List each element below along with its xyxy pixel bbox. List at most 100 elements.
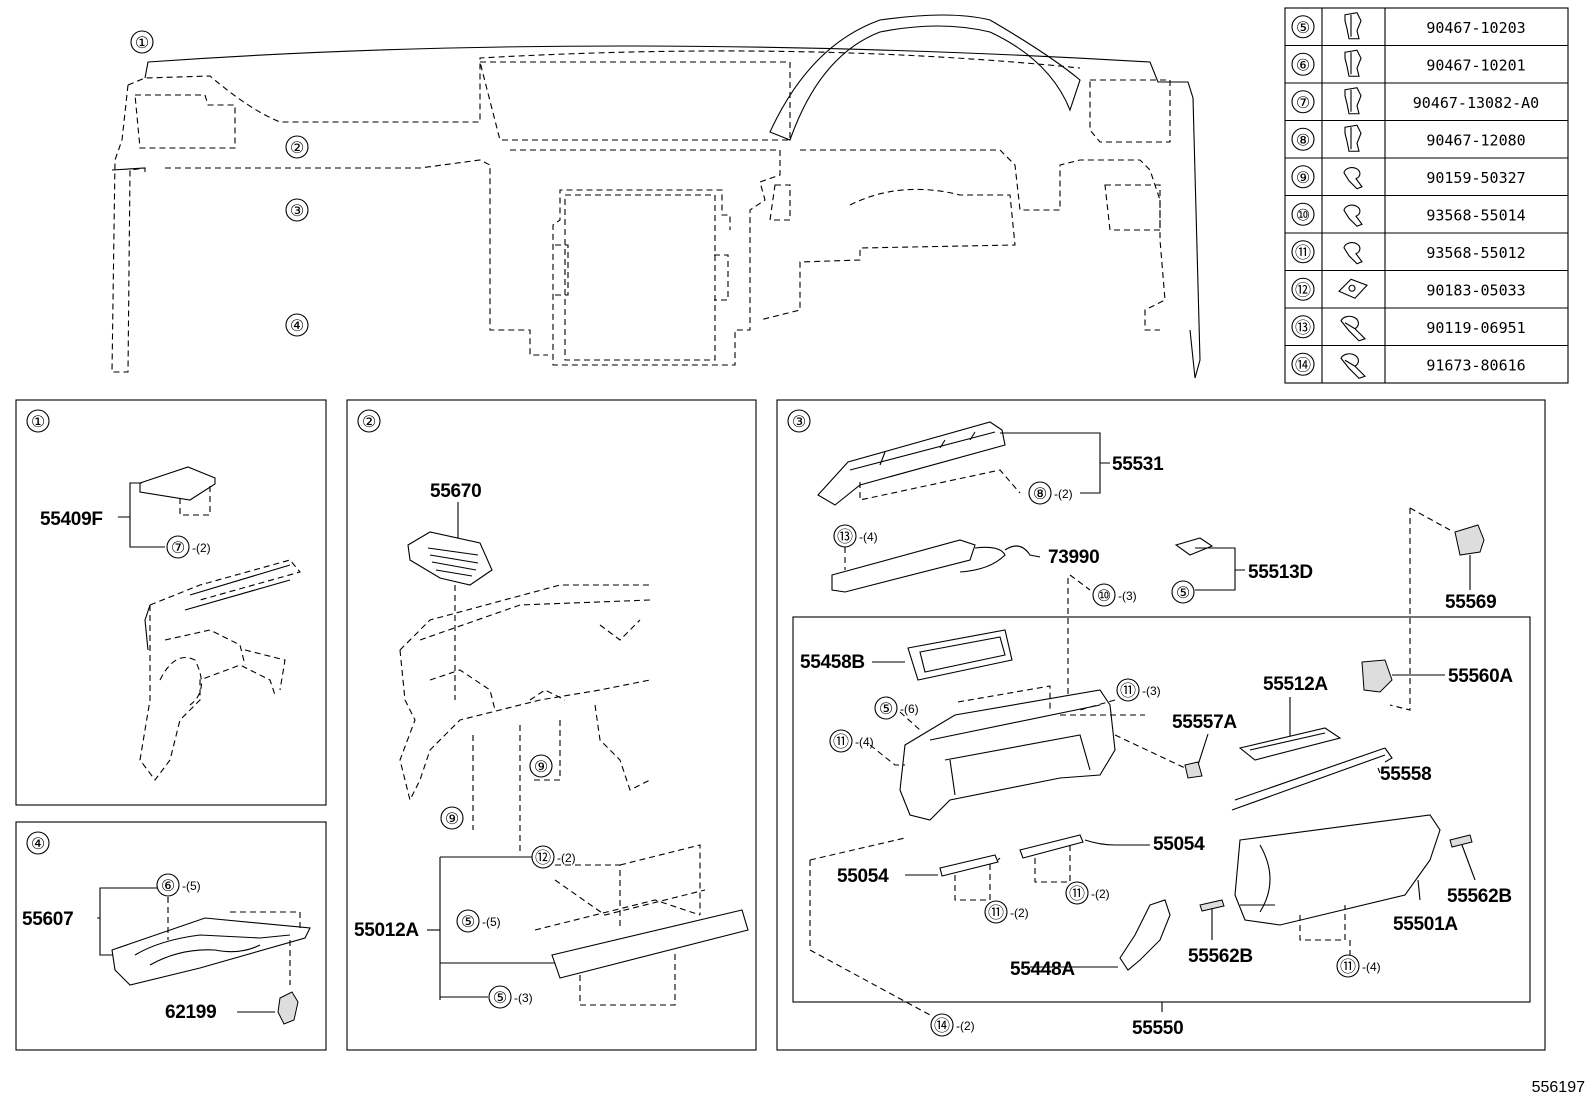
part-55550[interactable]: 55550 [1132, 1018, 1184, 1039]
fastener-9-a[interactable]: ⑨ [534, 759, 548, 776]
panel-2-dash-structure [399, 584, 651, 802]
fastener-part-number: 93568-55012 [1426, 244, 1525, 262]
part-55531[interactable]: 55531 [1112, 454, 1164, 475]
fastener-10[interactable]: ⑩ [1097, 588, 1111, 605]
part-55458B[interactable]: 55458B [800, 652, 865, 673]
fastener-11-a[interactable]: ⑪ [1120, 682, 1136, 700]
svg-text:-(2): -(2) [192, 541, 211, 555]
svg-text:-(4): -(4) [859, 530, 878, 544]
part-55607[interactable]: 55607 [22, 909, 74, 930]
fastener-part-number: 91673-80616 [1426, 356, 1525, 374]
svg-text:-(3): -(3) [1142, 684, 1161, 698]
fastener-part-number: 90119-06951 [1426, 319, 1525, 337]
part-55670[interactable]: 55670 [430, 481, 482, 502]
panel-3-label: ③ [792, 414, 806, 431]
part-55560A[interactable]: 55560A [1448, 666, 1514, 687]
svg-text:-(3): -(3) [514, 991, 533, 1005]
part-55409F[interactable]: 55409F [40, 509, 103, 530]
fastener-11-e[interactable]: ⑪ [1340, 958, 1356, 976]
fastener-ref: ⑥ [1296, 57, 1310, 74]
fastener-ref: ⑧ [1296, 132, 1310, 149]
panel-3: ③ 55531 ⑧ -(2) ⑬ -(4) 73990 55513D ⑤ ⑩ -… [776, 399, 1546, 1051]
svg-text:-(2): -(2) [1091, 887, 1110, 901]
fastener-table-row[interactable]: ⑬ 90119-06951 [1291, 315, 1526, 342]
clip-icon [1344, 12, 1362, 40]
fastener-part-number: 90467-10201 [1426, 56, 1525, 74]
fastener-ref: ⑤ [1296, 20, 1310, 37]
overview-callout-4: ④ [290, 318, 304, 335]
fastener-5[interactable]: ⑤ [1176, 585, 1190, 602]
part-55448A[interactable]: 55448A [1010, 959, 1076, 980]
fastener-13[interactable]: ⑬ [837, 528, 853, 546]
part-55562B-a[interactable]: 55562B [1188, 946, 1253, 967]
bolt-icon [1340, 315, 1367, 342]
fastener-ref: ⑪ [1295, 244, 1311, 262]
clip-icon [1344, 87, 1362, 115]
clip-icon [1344, 49, 1362, 77]
svg-text:-(4): -(4) [855, 735, 874, 749]
fastener-5-b[interactable]: ⑤ [879, 701, 893, 718]
fastener-ref: ⑦ [1296, 95, 1310, 112]
dashboard-overview [111, 14, 1201, 379]
svg-text:-(6): -(6) [900, 702, 919, 716]
screw-icon [1343, 204, 1363, 227]
part-62199[interactable]: 62199 [165, 1002, 217, 1023]
fastener-7[interactable]: ⑦ [171, 540, 185, 557]
panel-2: ② 55670 ⑨ ⑨ ⑫ -(2) 55012A ⑤ -(5) ⑤ [346, 399, 757, 1051]
overview-callout-3: ③ [290, 203, 304, 220]
part-73990[interactable]: 73990 [1048, 547, 1100, 568]
part-55512A[interactable]: 55512A [1263, 674, 1329, 695]
part-55569[interactable]: 55569 [1445, 592, 1497, 613]
part-55513D[interactable]: 55513D [1248, 562, 1313, 583]
svg-text:-(2): -(2) [1054, 487, 1073, 501]
fastener-part-number: 93568-55014 [1426, 206, 1525, 224]
fastener-table: ⑤ 90467-10203 ⑥ 90467-10201 ⑦ 90467-13082-A0 ⑧… [1284, 7, 1569, 384]
fastener-table-row[interactable]: ⑤ 90467-10203 [1291, 12, 1526, 40]
svg-text:-(5): -(5) [482, 915, 501, 929]
nut-clip-icon [1338, 278, 1368, 299]
fastener-part-number: 90467-13082-A0 [1413, 94, 1539, 112]
fastener-table-row[interactable]: ⑦ 90467-13082-A0 [1291, 87, 1539, 115]
overview-callouts: ① ② ③ ④ [130, 30, 309, 337]
svg-text:-(2): -(2) [557, 851, 576, 865]
bolt-icon [1340, 353, 1367, 379]
svg-text:-(3): -(3) [1118, 589, 1137, 603]
diagram-id: 556197 [1532, 1079, 1585, 1096]
part-55012A[interactable]: 55012A [354, 920, 420, 941]
panel-2-label: ② [362, 414, 376, 431]
fastener-8[interactable]: ⑧ [1033, 486, 1047, 503]
fastener-part-number: 90183-05033 [1426, 281, 1525, 299]
fastener-ref: ⑬ [1295, 319, 1311, 337]
part-55501A[interactable]: 55501A [1393, 914, 1459, 935]
screw-icon [1343, 242, 1363, 265]
fastener-part-number: 90467-10203 [1426, 19, 1525, 37]
fastener-11-b[interactable]: ⑪ [833, 733, 849, 751]
fastener-11-d[interactable]: ⑪ [1069, 885, 1085, 903]
svg-text:-(4): -(4) [1362, 960, 1381, 974]
part-55558[interactable]: 55558 [1380, 764, 1432, 785]
part-55054-b[interactable]: 55054 [1153, 834, 1205, 855]
fastener-6[interactable]: ⑥ [161, 878, 175, 895]
fastener-5-b[interactable]: ⑤ [493, 990, 507, 1007]
fastener-14[interactable]: ⑭ [934, 1017, 950, 1035]
fastener-5-a[interactable]: ⑤ [461, 914, 475, 931]
fastener-ref: ⑩ [1296, 207, 1310, 224]
fastener-table-row[interactable]: ⑪ 93568-55012 [1291, 240, 1526, 265]
part-55562B-b[interactable]: 55562B [1447, 886, 1512, 907]
fastener-11-c[interactable]: ⑪ [988, 904, 1004, 922]
fastener-12[interactable]: ⑫ [535, 849, 551, 867]
fastener-9-b[interactable]: ⑨ [445, 811, 459, 828]
svg-text:-(2): -(2) [956, 1019, 975, 1033]
fastener-table-row[interactable]: ⑩ 93568-55014 [1291, 202, 1526, 227]
fastener-table-row[interactable]: ⑥ 90467-10201 [1291, 49, 1526, 77]
panel-1-label: ① [31, 414, 45, 431]
part-55557A[interactable]: 55557A [1172, 712, 1238, 733]
panel-1-dash-structure [139, 559, 301, 781]
clip-icon [1344, 124, 1362, 152]
part-55054-a[interactable]: 55054 [837, 866, 889, 887]
